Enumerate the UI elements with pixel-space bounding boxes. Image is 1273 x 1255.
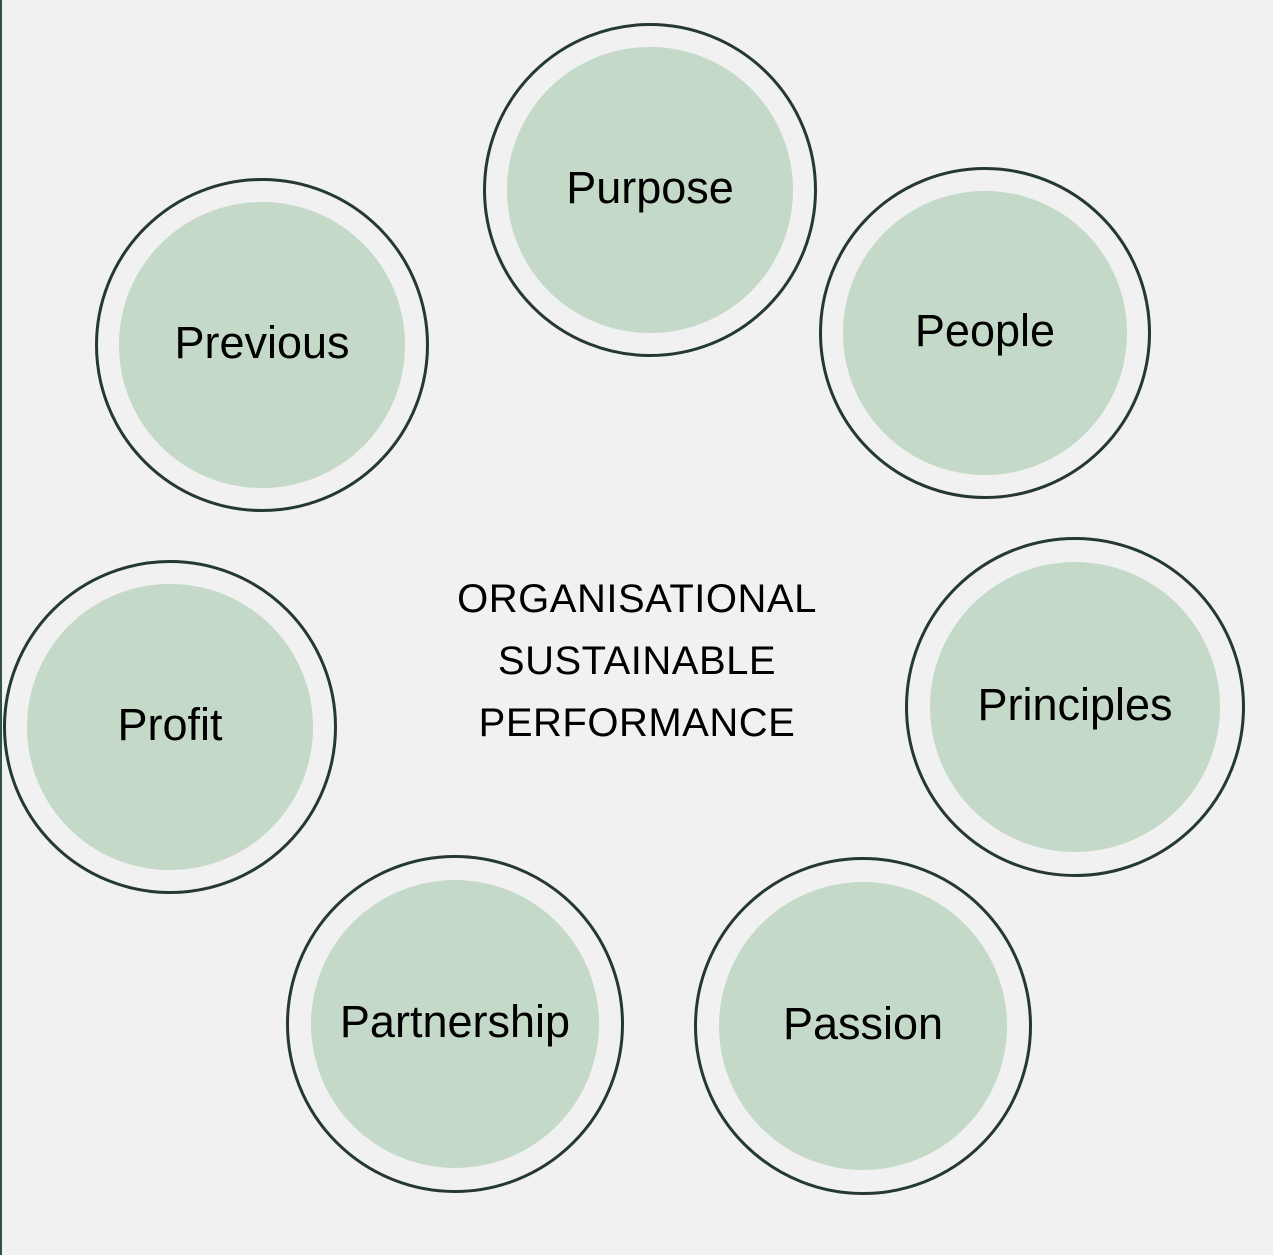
left-edge-line — [0, 0, 2, 1255]
node-previous-circle: Previous — [119, 202, 405, 488]
node-purpose-circle: Purpose — [507, 47, 793, 333]
node-partnership-circle: Partnership — [310, 879, 600, 1169]
node-partnership: Partnership — [286, 855, 624, 1193]
title-line-1: ORGANISATIONAL — [457, 577, 817, 621]
node-previous: Previous — [95, 178, 429, 512]
node-people-label: People — [914, 305, 1056, 357]
node-people: People — [819, 167, 1151, 499]
node-purpose: Purpose — [483, 23, 817, 357]
node-profit-label: Profit — [117, 699, 223, 751]
node-passion: Passion — [694, 857, 1032, 1195]
title-line-3: PERFORMANCE — [478, 701, 796, 745]
node-previous-label: Previous — [174, 317, 350, 369]
node-purpose-label: Purpose — [566, 162, 734, 214]
node-profit-circle: Profit — [27, 584, 313, 870]
node-profit: Profit — [3, 560, 337, 894]
node-people-circle: People — [843, 191, 1127, 475]
node-principles-circle: Principles — [929, 561, 1221, 853]
diagram-center-title: ORGANISATIONAL SUSTAINABLE PERFORMANCE — [337, 568, 937, 754]
node-partnership-label: Partnership — [339, 996, 571, 1048]
node-passion-circle: Passion — [718, 881, 1008, 1171]
node-principles: Principles — [905, 537, 1245, 877]
title-line-2: SUSTAINABLE — [497, 639, 777, 683]
node-principles-label: Principles — [977, 679, 1173, 731]
node-passion-label: Passion — [782, 998, 944, 1050]
